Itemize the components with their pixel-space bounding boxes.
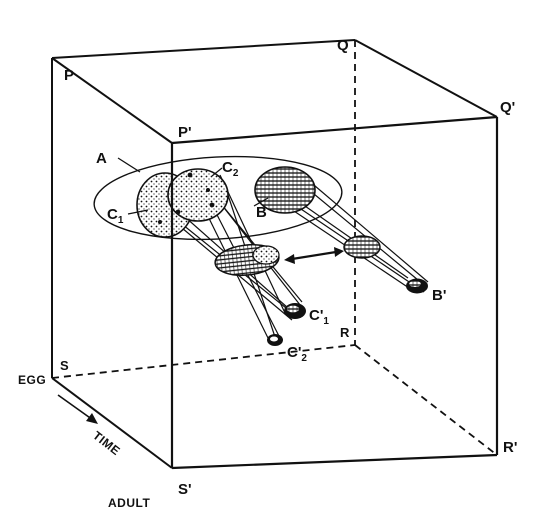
label-s-prime: S' (178, 481, 192, 498)
label-r-prime: R' (503, 439, 517, 456)
label-p: P (64, 67, 74, 84)
label-c2: C2 (222, 159, 239, 179)
front-face (170, 115, 499, 470)
label-egg: EGG (18, 373, 46, 387)
edge-r-rprime (354, 344, 498, 456)
leader-lines (117, 157, 269, 215)
group-a-outline (93, 155, 343, 241)
cluster-c2 (167, 168, 229, 222)
label-s: S (60, 358, 69, 373)
label-a: A (96, 150, 107, 167)
end-b-inner (409, 281, 421, 287)
dark-points (158, 172, 215, 224)
end-c2-inner (270, 336, 278, 342)
label-adult: ADULT (108, 496, 150, 510)
cluster-b (254, 166, 316, 214)
label-c2-prime: C'2 (287, 344, 307, 364)
edge-sprime-rprime (171, 453, 498, 470)
edge-s-sprime (51, 377, 173, 469)
hidden-edges (51, 40, 498, 456)
end-c1-inner (287, 305, 299, 313)
label-b-prime: B' (432, 287, 446, 304)
label-c1: C1 (107, 206, 124, 226)
time-arrow (57, 394, 98, 424)
edge-p-pprime (51, 57, 173, 144)
edge-s-r (51, 344, 356, 379)
double-arrow (284, 247, 344, 264)
label-q: Q (337, 37, 349, 54)
label-c1-prime: C'1 (309, 307, 329, 327)
mid-cluster-c-dotted (252, 245, 280, 265)
edge-q-qprime (354, 39, 498, 118)
label-b: B (256, 204, 267, 221)
label-p-prime: P' (178, 124, 192, 141)
edge-p-q (51, 39, 356, 59)
edge-pprime-qprime (171, 115, 498, 145)
label-time: TIME (90, 428, 123, 458)
label-r: R (340, 325, 350, 340)
label-q-prime: Q' (500, 99, 515, 116)
back-edges (51, 39, 498, 469)
mid-cluster-b (343, 235, 381, 259)
